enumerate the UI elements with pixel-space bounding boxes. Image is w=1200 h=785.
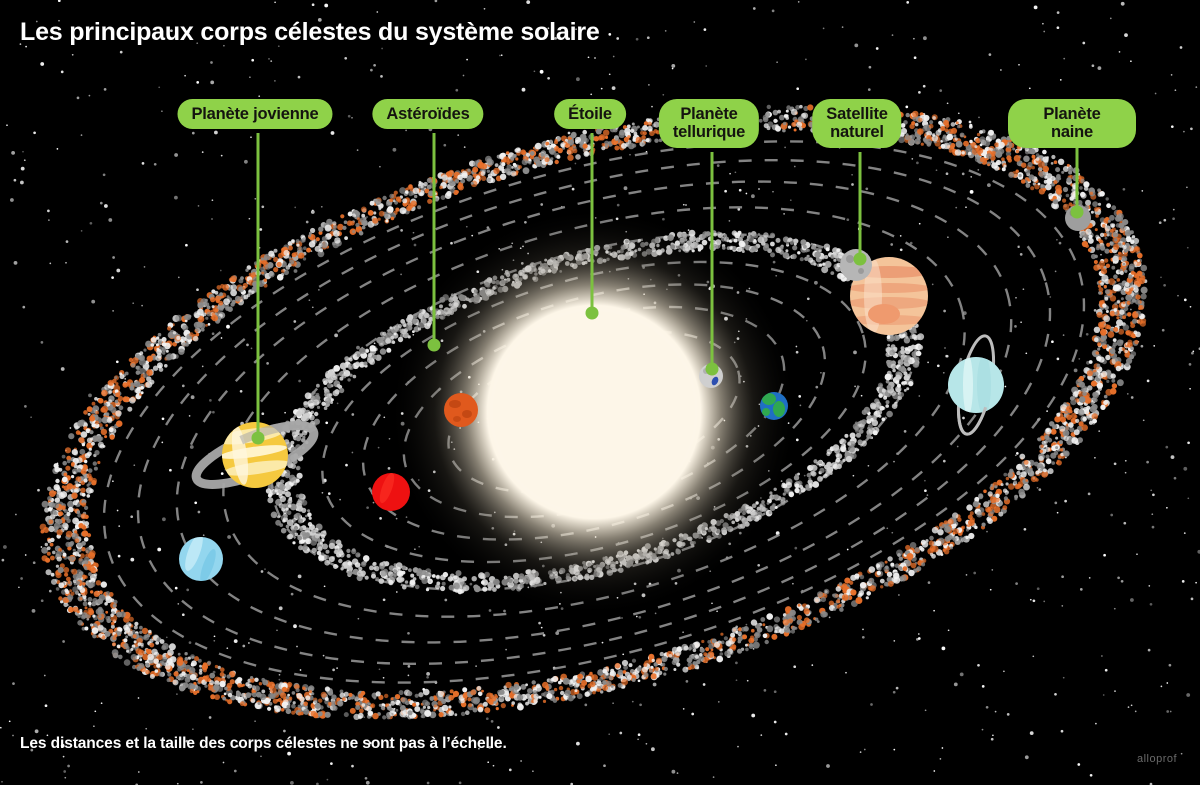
kuiper-belt xyxy=(39,104,1148,721)
scale-caption: Les distances et la taille des corps cél… xyxy=(20,735,507,752)
label-planete-tellurique[interactable]: Planète tellurique xyxy=(658,99,760,148)
label-satellite-naturel[interactable]: Satellite naturel xyxy=(812,99,902,148)
leader-dot-etoile xyxy=(585,306,599,320)
leader-dot-planete-naine xyxy=(1070,205,1084,219)
planet-uranus xyxy=(948,334,1004,436)
label-planete-naine[interactable]: Planète naine xyxy=(1008,99,1136,148)
planet-mars xyxy=(444,393,478,427)
alloprof-watermark: alloprof xyxy=(1137,753,1178,765)
planet-neptune xyxy=(179,537,223,581)
leader-dot-asteroides xyxy=(427,338,441,352)
leader-dot-planete-jovienne xyxy=(251,431,265,445)
leader-line-planete-jovienne xyxy=(256,133,260,438)
leader-line-satellite-naturel xyxy=(858,152,862,259)
leader-dot-planete-tellurique xyxy=(705,362,719,376)
leader-line-planete-tellurique xyxy=(710,152,714,369)
label-planete-jovienne[interactable]: Planète jovienne xyxy=(177,99,333,130)
leader-line-asteroides xyxy=(432,133,436,345)
leader-dot-satellite-naturel xyxy=(853,252,867,266)
leader-line-etoile xyxy=(590,133,594,313)
planet-saturn xyxy=(191,421,319,489)
label-asteroides[interactable]: Astéroïdes xyxy=(372,99,484,130)
star-sun xyxy=(389,207,799,617)
planet-earth xyxy=(760,392,788,420)
planet-red xyxy=(372,473,410,511)
page-title: Les principaux corps célestes du système… xyxy=(20,18,600,46)
leader-line-planete-naine xyxy=(1075,133,1079,212)
label-etoile[interactable]: Étoile xyxy=(554,99,626,130)
